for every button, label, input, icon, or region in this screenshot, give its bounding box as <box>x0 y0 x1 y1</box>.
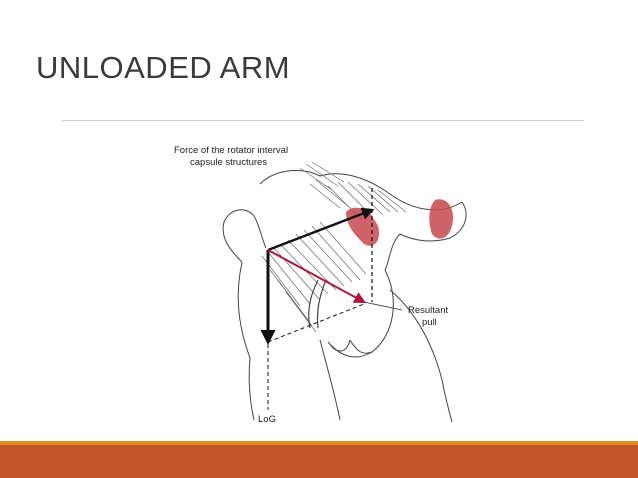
anatomy-drawing <box>222 161 467 423</box>
label-force-line2: capsule structures <box>190 157 267 168</box>
label-log: LoG <box>258 414 276 425</box>
slide-title: UNLOADED ARM <box>36 50 291 85</box>
shoulder-diagram: Force of the rotator interval capsule st… <box>150 130 490 428</box>
footer-accent-band <box>0 445 638 478</box>
label-force-line1: Force of the rotator interval <box>174 145 288 156</box>
footer-accent-thin <box>0 441 638 445</box>
label-resultant-line1: Resultant <box>408 305 448 316</box>
force-vectors <box>260 188 403 410</box>
title-divider <box>62 120 584 121</box>
label-resultant-line2: pull <box>422 317 437 328</box>
